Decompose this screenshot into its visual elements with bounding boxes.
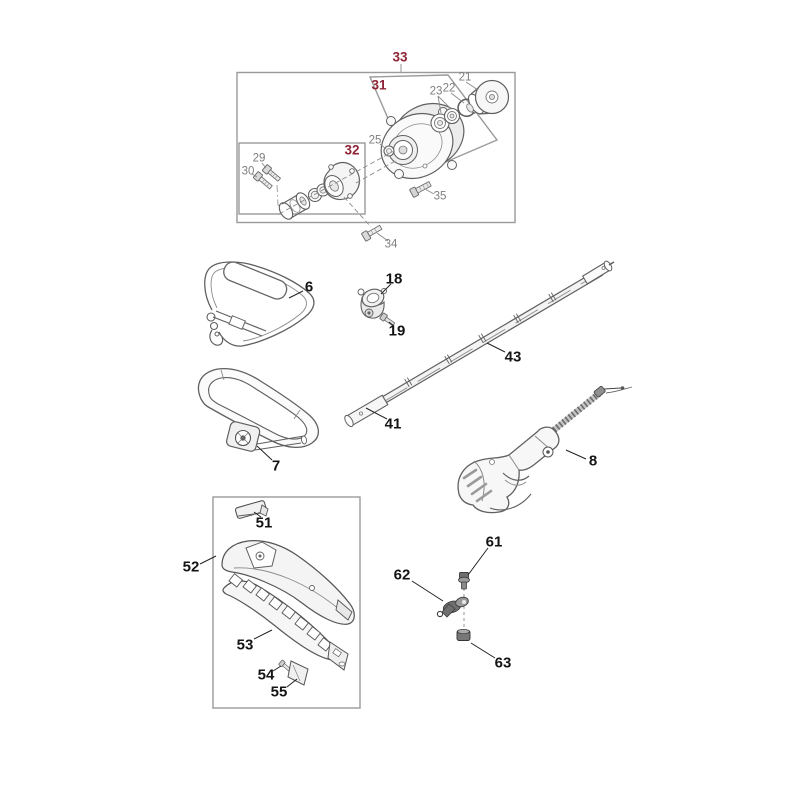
part-label-21: 21 <box>458 71 472 84</box>
part-loop-handle-7 <box>197 368 319 452</box>
assembly-33-box <box>236 64 516 224</box>
part-label-7: 7 <box>271 457 281 475</box>
part-label-19: 19 <box>388 322 406 340</box>
part-label-25: 25 <box>368 134 382 147</box>
leader-lines-hardware <box>411 547 496 659</box>
part-label-52: 52 <box>182 558 200 576</box>
part-label-54: 54 <box>257 666 275 684</box>
part-screw-34 <box>361 224 383 242</box>
part-label-61: 61 <box>485 533 503 551</box>
part-clutch-drum-21 <box>466 79 510 115</box>
part-label-33: 33 <box>392 49 408 65</box>
part-label-55: 55 <box>270 683 288 701</box>
part-label-53: 53 <box>236 636 254 654</box>
part-label-29: 29 <box>252 152 266 165</box>
part-shaft-end-41 <box>344 394 389 428</box>
part-cover-51 <box>234 500 269 519</box>
part-label-31: 31 <box>371 77 387 93</box>
part-label-18: 18 <box>385 270 403 288</box>
leader-lines-guard <box>199 511 298 688</box>
part-label-30: 30 <box>241 165 255 178</box>
part-guard-body-52 <box>221 540 355 625</box>
part-label-34: 34 <box>384 238 398 251</box>
part-nut-63 <box>456 628 471 641</box>
part-screw-35 <box>409 180 432 198</box>
part-label-43: 43 <box>504 348 522 366</box>
part-shaft-43 <box>352 260 615 421</box>
part-throttle-handle-8 <box>457 385 633 514</box>
leader-lines-top <box>251 81 479 242</box>
part-label-8: 8 <box>588 452 598 470</box>
part-gear-housing <box>380 102 465 180</box>
part-screw-30 <box>253 171 273 190</box>
guard-assembly-box <box>212 496 361 709</box>
part-screw-19 <box>379 312 396 327</box>
part-label-22: 22 <box>442 82 456 95</box>
part-bearing-23b <box>443 107 461 125</box>
part-blade-55 <box>287 660 309 686</box>
part-screw-29 <box>262 164 282 182</box>
part-guard-extension-53 <box>222 573 349 671</box>
part-label-63: 63 <box>494 654 512 672</box>
part-label-41: 41 <box>384 415 402 433</box>
part-label-35: 35 <box>433 190 447 203</box>
part-harness-6 <box>204 261 315 347</box>
part-bracket-62 <box>436 596 469 618</box>
part-label-51: 51 <box>255 514 273 532</box>
part-clutch-bell <box>323 161 361 201</box>
part-label-32: 32 <box>344 142 360 158</box>
part-bolt-61 <box>458 572 470 590</box>
part-label-23: 23 <box>429 85 443 98</box>
assembly-32-box <box>238 142 366 215</box>
part-label-6: 6 <box>304 278 314 296</box>
part-hanger-18 <box>357 288 387 319</box>
part-label-62: 62 <box>393 566 411 584</box>
part-ring-25 <box>383 145 395 157</box>
